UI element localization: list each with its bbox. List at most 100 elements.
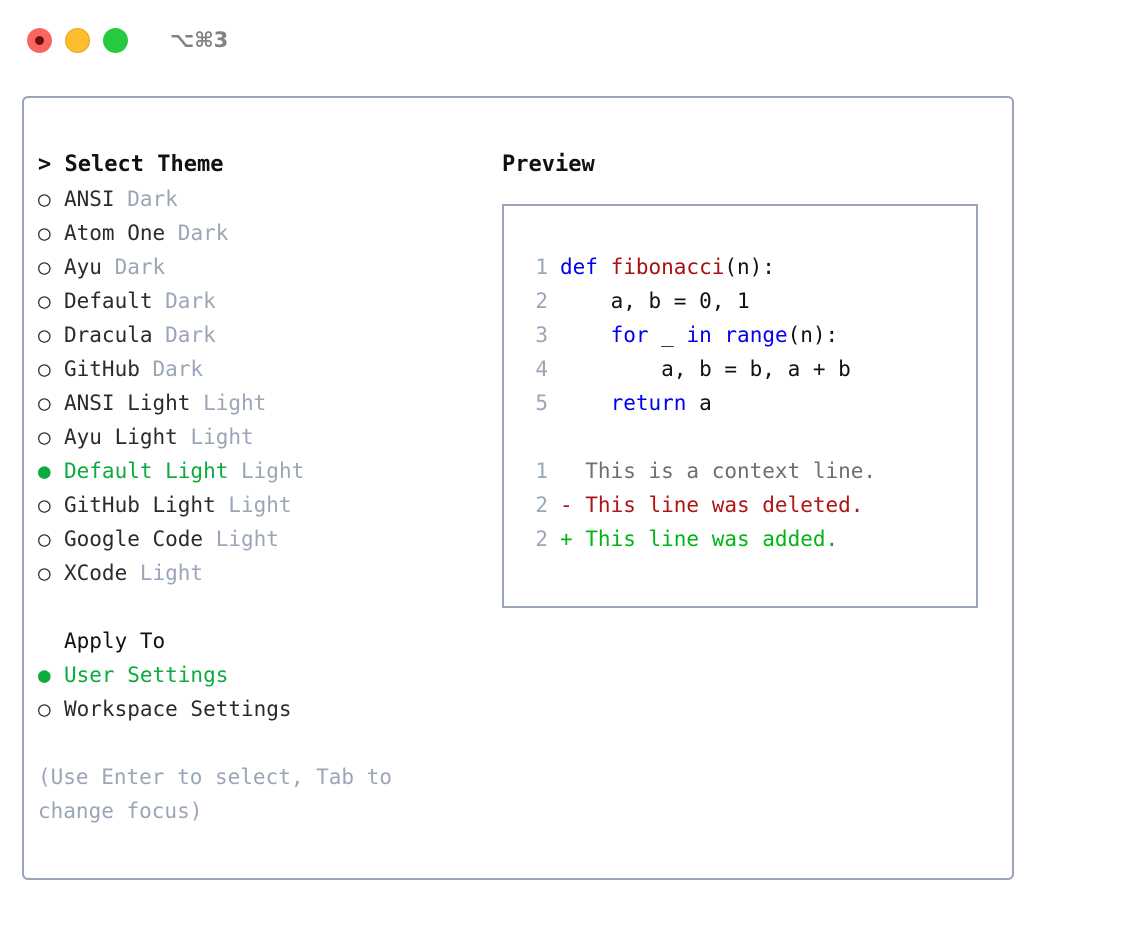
radio-unselected-icon: ○ [38, 187, 51, 211]
radio-unselected-icon: ○ [38, 493, 51, 517]
code-line-number: 3 [535, 323, 548, 347]
token-plain: a, b = 0, 1 [560, 289, 750, 313]
diff-line: 2- This line was deleted. [504, 488, 976, 522]
code-line: 3 for _ in range(n): [504, 318, 976, 352]
apply-item-0[interactable]: ● User Settings [38, 658, 478, 692]
code-line: 5 return a [504, 386, 976, 420]
diff-line-text: - This line was deleted. [560, 493, 864, 517]
apply-item-label: Workspace Settings [64, 697, 292, 721]
select-theme-header: > Select Theme [38, 148, 478, 182]
code-line-number: 2 [535, 289, 548, 313]
radio-unselected-icon: ○ [38, 323, 51, 347]
theme-item-suffix: Dark [152, 289, 216, 313]
left-column: > Select Theme ○ANSI Dark○Atom One Dark○… [38, 148, 478, 828]
theme-item-7[interactable]: ○Ayu Light Light [38, 420, 478, 454]
code-line-number: 4 [535, 357, 548, 381]
theme-item-suffix: Light [190, 391, 267, 415]
theme-item-3[interactable]: ○ Default Dark [38, 284, 478, 318]
theme-item-label: Dracula [64, 323, 153, 347]
token-kw: def [560, 255, 611, 279]
radio-selected-icon: ● [38, 459, 51, 483]
close-icon [35, 35, 44, 45]
radio-unselected-icon: ○ [38, 289, 51, 313]
code-line-text: a, b = b, a + b [560, 352, 851, 386]
theme-item-9[interactable]: ○GitHub Light Light [38, 488, 478, 522]
code-line-number: 1 [535, 255, 548, 279]
apply-to-list: ● User Settings ○Workspace Settings [38, 658, 478, 726]
code-line-text: a, b = 0, 1 [560, 284, 750, 318]
theme-item-suffix: Dark [165, 221, 229, 245]
diff-sample: 1 This is a context line.2- This line wa… [504, 454, 976, 556]
main-panel: > Select Theme ○ANSI Dark○Atom One Dark○… [22, 96, 1014, 880]
theme-item-8[interactable]: ● Default Light Light [38, 454, 478, 488]
theme-item-11[interactable]: ○ XCode Light [38, 556, 478, 590]
theme-item-suffix: Light [127, 561, 204, 585]
token-plain [712, 323, 725, 347]
theme-item-label: ANSI [64, 187, 115, 211]
token-plain: a, b = b, a + b [560, 357, 851, 381]
theme-item-suffix: Dark [152, 323, 216, 347]
theme-item-label: XCode [64, 561, 128, 585]
theme-list: ○ ANSI Dark ○ Atom One Dark ○ Ayu Dark ○ Defaul… [38, 182, 478, 590]
radio-unselected-icon: ○ [38, 221, 51, 245]
token-fn: fibonacci [610, 255, 725, 279]
token-plain: a [686, 391, 712, 415]
code-line-number: 5 [535, 391, 548, 415]
radio-selected-icon: ● [38, 663, 51, 687]
keyboard-hint: (Use Enter to select, Tab to change focu… [38, 765, 405, 823]
theme-item-label: GitHub [64, 357, 140, 381]
apply-item-label: User Settings [64, 663, 229, 687]
radio-unselected-icon: ○ [38, 527, 51, 551]
theme-item-0[interactable]: ○ ANSI Dark [38, 182, 478, 216]
caret-icon: > [38, 152, 65, 177]
code-line-text: return a [560, 386, 712, 420]
keyboard-shortcut-label: ⌥⌘3 [170, 28, 229, 52]
code-line-text: for _ in range(n): [560, 318, 839, 352]
theme-item-2[interactable]: ○Ayu Dark [38, 250, 478, 284]
code-line: 1 def fibonacci(n): [504, 250, 976, 284]
radio-unselected-icon: ○ [38, 357, 51, 381]
token-plain [560, 391, 611, 415]
radio-unselected-icon: ○ [38, 391, 51, 415]
theme-item-label: GitHub Light [64, 493, 216, 517]
close-button[interactable] [27, 27, 52, 53]
apply-to-header: Apply To [64, 629, 166, 653]
theme-item-label: Default [64, 289, 153, 313]
diff-line-text: This is a context line. [560, 459, 877, 483]
diff-line-text: + This line was added. [560, 527, 839, 551]
theme-item-label: Default Light [64, 459, 229, 483]
theme-item-label: ANSI Light [64, 391, 191, 415]
window-controls [27, 27, 128, 53]
theme-item-label: Ayu [64, 255, 102, 279]
radio-unselected-icon: ○ [38, 561, 51, 585]
theme-item-10[interactable]: ○Google Code Light [38, 522, 478, 556]
theme-item-suffix: Light [228, 459, 305, 483]
radio-unselected-icon: ○ [38, 425, 51, 449]
token-plain: (n): [787, 323, 839, 347]
code-line: 4 a, b = b, a + b [504, 352, 976, 386]
token-kw: for [610, 323, 649, 347]
apply-item-1[interactable]: ○Workspace Settings [38, 692, 478, 726]
theme-item-suffix: Dark [114, 187, 178, 211]
zoom-button[interactable] [103, 27, 128, 53]
theme-item-6[interactable]: ○ ANSI Light Light [38, 386, 478, 420]
code-line-text: def fibonacci(n): [560, 250, 775, 284]
theme-item-4[interactable]: ○ Dracula Dark [38, 318, 478, 352]
diff-line: 2+ This line was added. [504, 522, 976, 556]
theme-item-label: Atom One [64, 221, 166, 245]
diff-line: 1 This is a context line. [504, 454, 976, 488]
token-plain: (n): [724, 255, 775, 279]
select-theme-title: Select Theme [64, 152, 224, 177]
theme-item-5[interactable]: ○GitHub Dark [38, 352, 478, 386]
preview-title: Preview [502, 152, 595, 177]
minimize-button[interactable] [65, 27, 90, 53]
token-plain [560, 323, 611, 347]
theme-item-1[interactable]: ○ Atom One Dark [38, 216, 478, 250]
radio-unselected-icon: ○ [38, 255, 51, 279]
token-kw: in [686, 323, 712, 347]
theme-item-label: Ayu Light [64, 425, 178, 449]
